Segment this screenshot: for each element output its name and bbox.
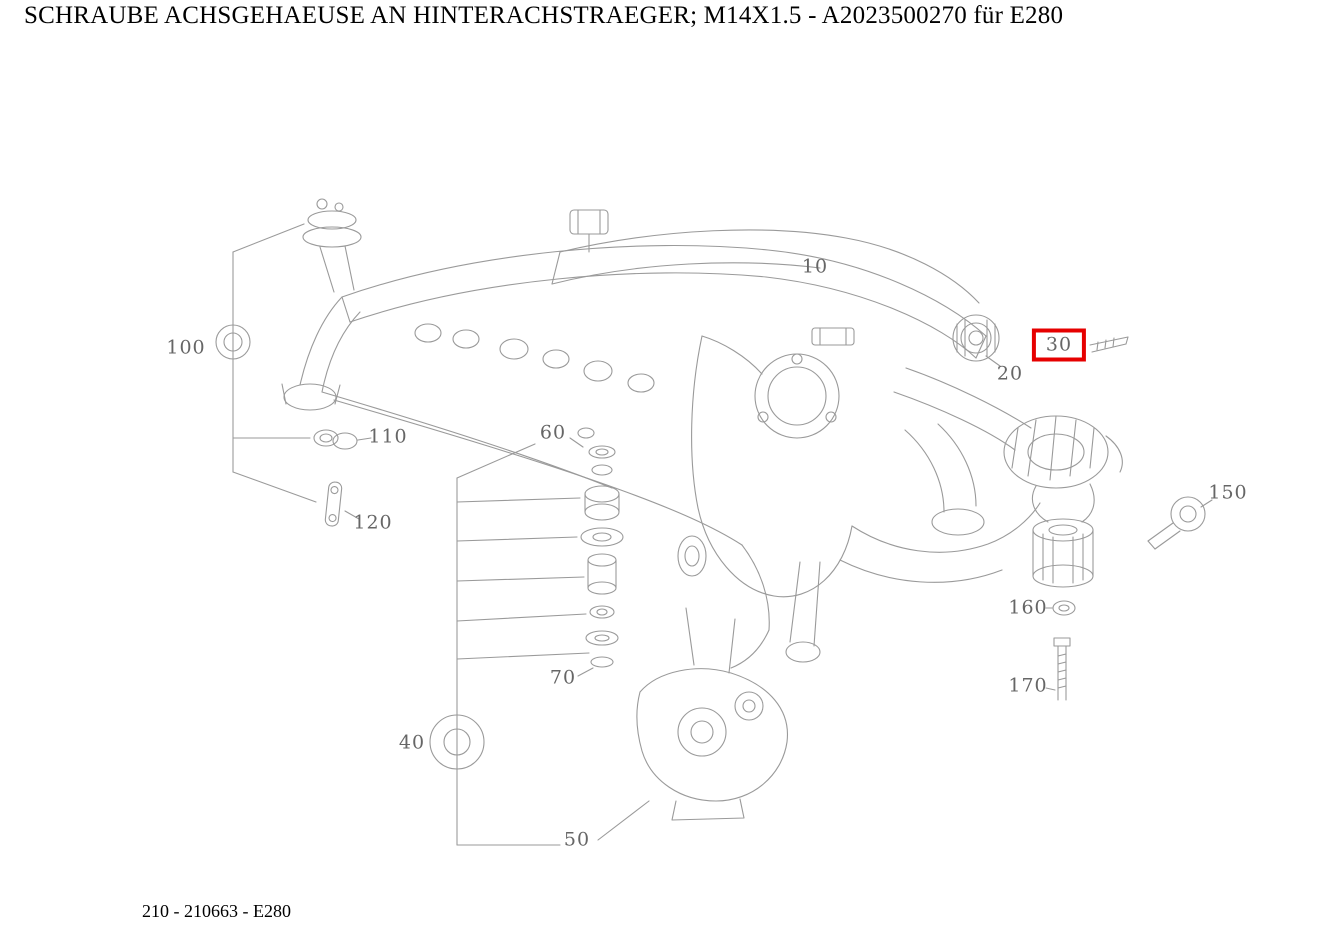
part-label-70[interactable]: 70 [549,666,577,689]
bottom-assembly [636,607,789,821]
part-label-110[interactable]: 110 [368,425,408,448]
part-label-170[interactable]: 170 [1008,674,1048,697]
part-label-30[interactable]: 30 [1031,328,1087,362]
page-title: SCHRAUBE ACHSGEHAEUSE AN HINTERACHSTRAEG… [24,2,1064,29]
part-label-60[interactable]: 60 [539,421,567,444]
part-label-160[interactable]: 160 [1008,596,1048,619]
part-label-40[interactable]: 40 [398,731,426,754]
part-label-20[interactable]: 20 [996,362,1024,385]
part-label-120[interactable]: 120 [353,511,393,534]
subframe-body [281,209,1041,669]
part-label-100[interactable]: 100 [166,336,206,359]
part-label-150[interactable]: 150 [1208,481,1248,504]
right-bushing-parts [952,314,1206,701]
left-mount-parts [215,198,362,527]
part-label-10[interactable]: 10 [801,255,829,278]
catalog-reference: 210 - 210663 - E280 [142,901,291,921]
center-stack-parts [429,427,624,770]
part-label-50[interactable]: 50 [563,828,591,851]
